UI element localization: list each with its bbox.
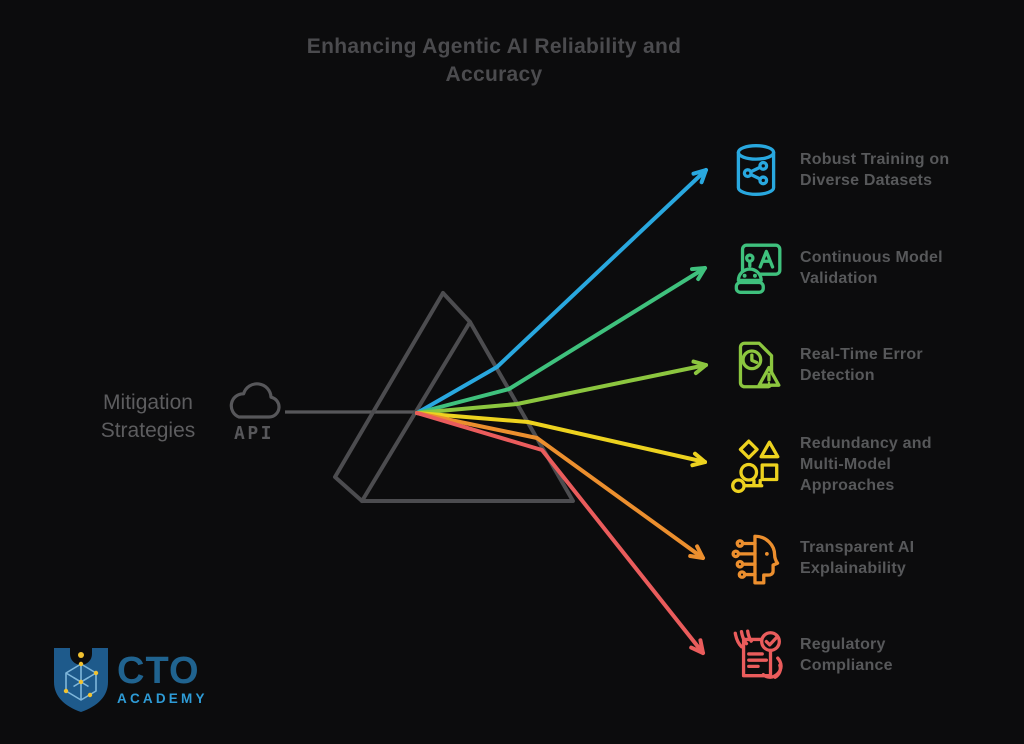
- ray-continuous-validation: [415, 266, 707, 415]
- source-label: Mitigation Strategies: [74, 389, 222, 445]
- page-title-line2: Accuracy: [445, 63, 543, 86]
- ray-line: [415, 411, 705, 560]
- arrowhead: [688, 544, 705, 560]
- list-item: Continuous Model Validation: [727, 239, 943, 297]
- item-label: Real-Time Error Detection: [800, 346, 923, 384]
- arrowhead: [691, 168, 708, 185]
- list-item: Robust Training on Diverse Datasets: [727, 141, 949, 199]
- cloud-api-icon: API: [229, 382, 281, 444]
- head-circuit-icon: [727, 529, 785, 587]
- arrowhead: [689, 638, 705, 655]
- network-dots: [63, 652, 99, 698]
- document-clock-warning-icon: [727, 336, 785, 394]
- logo-subtext: ACADEMY: [117, 691, 208, 706]
- cloud-icon: [229, 382, 281, 419]
- api-label: API: [234, 423, 274, 444]
- item-label: Robust Training on Diverse Datasets: [800, 151, 950, 189]
- item-label: Redundancy and Multi-Model Approaches: [800, 435, 932, 494]
- list-item: Transparent AI Explainability: [727, 529, 914, 587]
- ray-transparency: [415, 411, 705, 560]
- ray-error-detection: [415, 359, 708, 415]
- ray-compliance: [415, 411, 705, 655]
- ray-line: [415, 168, 708, 415]
- ray-line: [415, 266, 707, 415]
- cto-academy-logo: CTO ACADEMY: [50, 644, 208, 716]
- source-label-line2: Strategies: [100, 419, 196, 442]
- ray-line: [415, 411, 705, 655]
- robot-validation-icon: [727, 239, 785, 297]
- item-label: Transparent AI Explainability: [800, 539, 915, 577]
- shapes-key-icon: [727, 436, 785, 494]
- list-item: Real-Time Error Detection: [727, 336, 923, 394]
- arrowhead: [690, 266, 707, 282]
- item-label: Regulatory Compliance: [800, 636, 893, 674]
- page-title: Enhancing Agentic AI Reliability and Acc…: [144, 33, 844, 89]
- ray-redundancy: [415, 411, 707, 468]
- arrowhead: [690, 451, 707, 468]
- item-label: Continuous Model Validation: [800, 249, 943, 287]
- compliance-check-icon: [727, 626, 785, 684]
- logo-name: CTO: [117, 650, 200, 692]
- ray-robust-training: [415, 168, 708, 415]
- prism-icon: [333, 291, 575, 503]
- shield-icon: [54, 648, 108, 712]
- logo-text: CTO ACADEMY: [117, 650, 208, 706]
- ray-line: [415, 363, 708, 415]
- source-label-line1: Mitigation: [103, 391, 193, 414]
- ray-line: [415, 411, 707, 464]
- list-item: Regulatory Compliance: [727, 626, 893, 684]
- arrowhead: [691, 359, 708, 376]
- list-item: Redundancy and Multi-Model Approaches: [727, 433, 932, 496]
- page-title-line1: Enhancing Agentic AI Reliability and: [306, 35, 682, 58]
- database-share-icon: [727, 141, 785, 199]
